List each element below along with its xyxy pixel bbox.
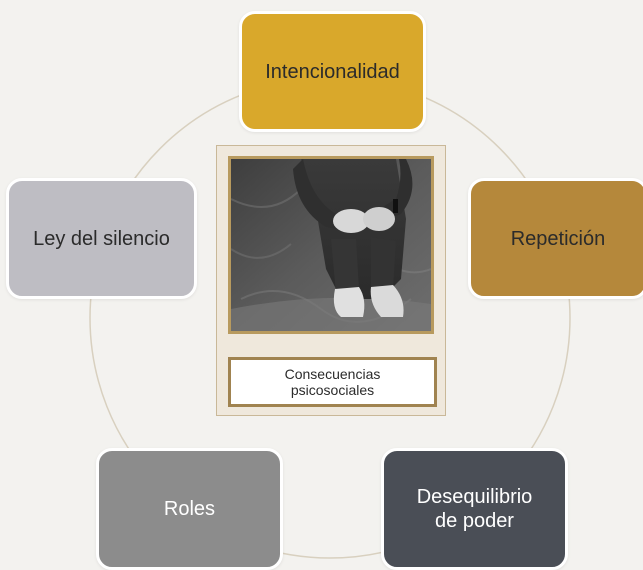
node-desequilibrio-de-poder-label: Desequilibrio de poder <box>416 486 533 532</box>
node-roles: Roles <box>96 448 283 570</box>
center-caption-box: Consecuencias psicosociales <box>228 357 437 407</box>
center-photo <box>228 156 434 334</box>
node-ley-del-silencio-label: Ley del silencio <box>33 227 170 250</box>
node-roles-label: Roles <box>163 498 216 520</box>
seated-person-image <box>231 159 431 331</box>
center-caption: Consecuencias psicosociales <box>284 366 381 398</box>
node-repeticion: Repetición <box>468 178 643 299</box>
node-intencionalidad-label: Intencionalidad <box>265 60 400 83</box>
center-card: Consecuencias psicosociales <box>216 145 446 416</box>
node-desequilibrio-de-poder: Desequilibrio de poder <box>381 448 568 570</box>
node-repeticion-label: Repetición <box>510 227 606 250</box>
node-intencionalidad: Intencionalidad <box>239 11 426 132</box>
node-ley-del-silencio: Ley del silencio <box>6 178 197 299</box>
